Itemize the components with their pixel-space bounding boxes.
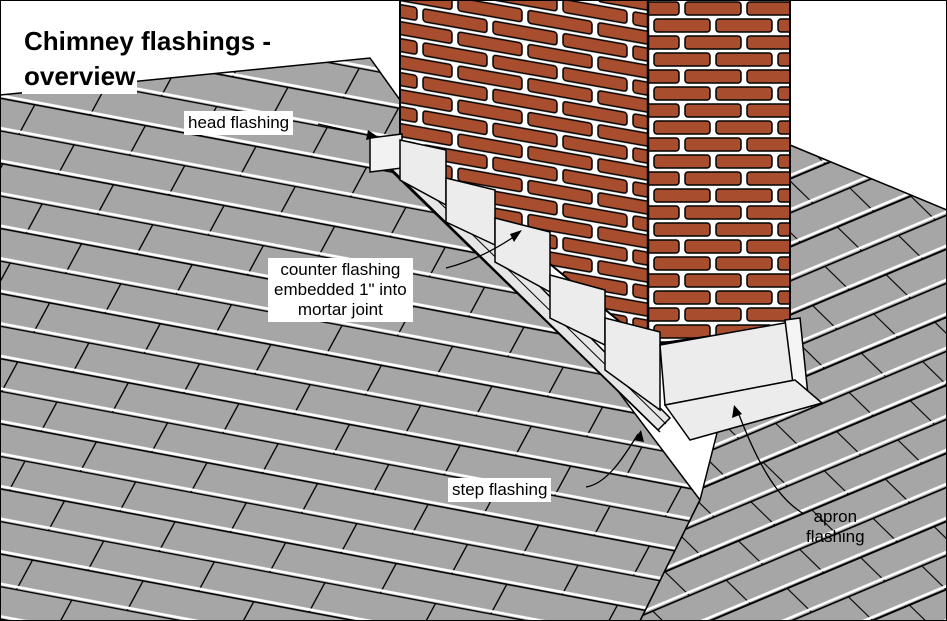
counter-flashing xyxy=(399,139,661,412)
label-counter-line-1: counter flashing xyxy=(280,260,401,279)
arrowheads xyxy=(366,130,742,442)
label-apron-flashing: apron flashing xyxy=(806,507,865,547)
label-step-flashing: step flashing xyxy=(448,478,552,502)
diagram-title: Chimney flashings - overview xyxy=(22,24,362,94)
head-flashing xyxy=(369,133,403,173)
label-apron-line-1: apron xyxy=(813,507,858,526)
title-line-2: overview xyxy=(22,59,138,94)
apron-flashing-lip xyxy=(663,379,824,441)
label-apron-line-2: flashing xyxy=(806,527,865,546)
chimney-face-right xyxy=(647,0,791,347)
label-head-flashing: head flashing xyxy=(184,111,294,135)
label-counter-line-3: mortar joint xyxy=(297,300,383,319)
label-counter-flashing: counter flashing embedded 1" into mortar… xyxy=(268,258,413,322)
leader-lines xyxy=(317,123,805,515)
label-counter-line-2: embedded 1" into xyxy=(274,280,407,299)
title-line-1: Chimney flashings - xyxy=(22,24,274,59)
